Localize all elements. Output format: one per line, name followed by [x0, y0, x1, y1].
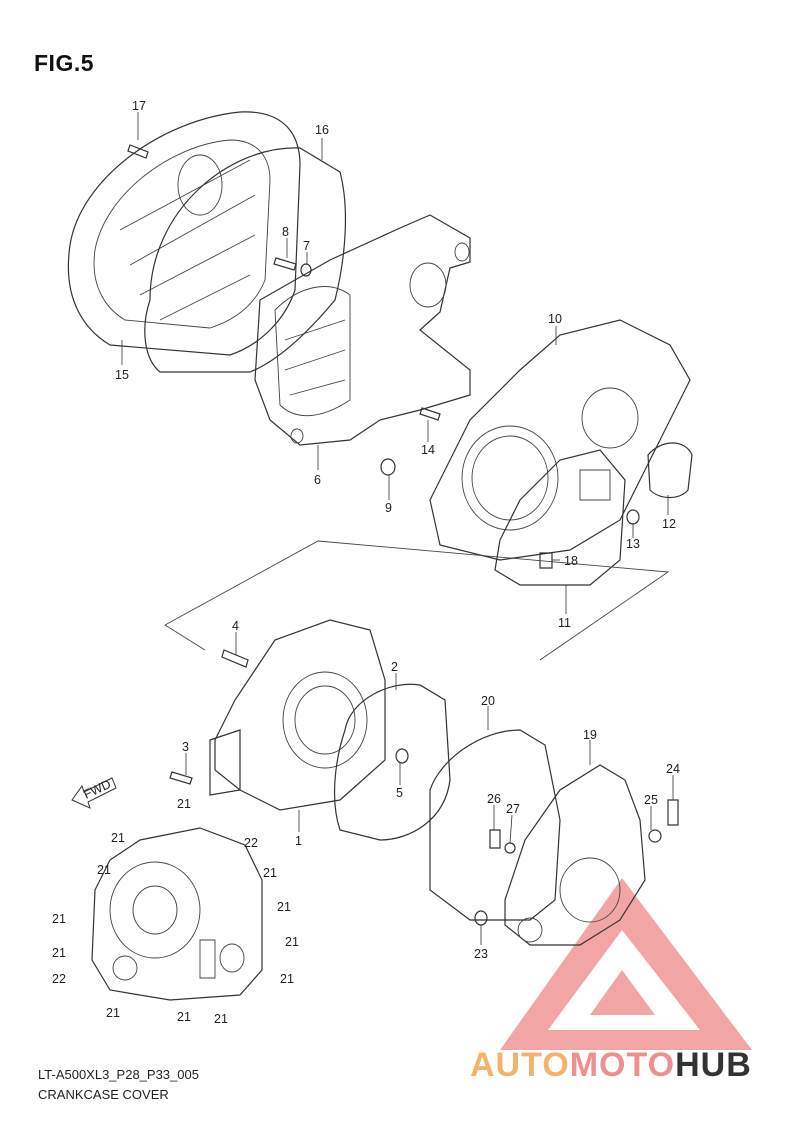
callout-1: 1 [295, 834, 302, 848]
part-1-stator-housing [209, 619, 386, 811]
part-13-seal [626, 509, 640, 525]
diagram-code: LT-A500XL3_P28_P33_005 [38, 1067, 199, 1082]
callout-18: 18 [564, 554, 578, 568]
part-10-clutch-cover [429, 319, 691, 561]
part-25-oring [648, 829, 662, 843]
callout-7: 7 [303, 239, 310, 253]
part-26-bolt [489, 829, 501, 849]
part-3-bolt [169, 771, 193, 785]
part-4-bolt [221, 649, 249, 668]
callout-24: 24 [666, 762, 680, 776]
callout-2: 2 [391, 660, 398, 674]
callout-22: 22 [244, 836, 258, 850]
diagram-caption: CRANKCASE COVER [38, 1087, 169, 1102]
part-17-bolt [127, 144, 149, 159]
part-6-inner-cover [254, 214, 471, 446]
callout-5: 5 [396, 786, 403, 800]
callout-21: 21 [277, 900, 291, 914]
part-9-dowel [380, 458, 396, 476]
callout-21: 21 [263, 866, 277, 880]
callout-10: 10 [548, 312, 562, 326]
leader-lines [121, 112, 674, 945]
callout-21: 21 [177, 797, 191, 811]
part-20-gasket [429, 729, 561, 921]
watermark-text-auto: AUTO [470, 1046, 570, 1084]
fwd-label: FWD [81, 777, 113, 802]
callout-26: 26 [487, 792, 501, 806]
part-15-outer-cover [67, 111, 301, 356]
watermark-text-hub: HUB [675, 1046, 752, 1084]
callout-21: 21 [214, 1012, 228, 1026]
callout-21: 21 [280, 972, 294, 986]
callout-19: 19 [583, 728, 597, 742]
part-8-bolt [273, 257, 297, 271]
part-27-washer [504, 842, 516, 854]
part-23-dowel [474, 910, 488, 926]
callout-15: 15 [115, 368, 129, 382]
callout-4: 4 [232, 619, 239, 633]
callout-21: 21 [97, 863, 111, 877]
callout-21: 21 [52, 946, 66, 960]
part-16-gasket [144, 147, 347, 373]
callout-11: 11 [558, 616, 571, 630]
callout-14: 14 [421, 443, 435, 457]
watermark-logo-text: AUTOMOTOHUB [470, 1046, 752, 1085]
watermark-logo-triangle [500, 878, 752, 1050]
callout-12: 12 [662, 517, 676, 531]
part-7-washer [300, 263, 312, 277]
part-19-magneto-cover [504, 764, 646, 946]
callout-21: 21 [111, 831, 125, 845]
callout-17: 17 [132, 99, 146, 113]
inset-front-view-cover [91, 827, 263, 1001]
callout-27: 27 [506, 802, 520, 816]
watermark-text-moto: MOTO [569, 1046, 676, 1084]
part-11-gasket [494, 449, 626, 586]
part-14-bolt [419, 407, 441, 421]
callout-21: 21 [285, 935, 299, 949]
fwd-arrow-icon: FWD [71, 777, 117, 809]
callout-25: 25 [644, 793, 658, 807]
callouts: 17 16 8 7 15 6 9 10 14 12 13 18 11 4 2 2… [52, 99, 680, 1026]
callout-6: 6 [314, 473, 321, 487]
callout-8: 8 [282, 225, 289, 239]
callout-23: 23 [474, 947, 488, 961]
part-5-dowel [395, 748, 409, 764]
callout-3: 3 [182, 740, 189, 754]
callout-22: 22 [52, 972, 66, 986]
assembly-divider [164, 540, 670, 661]
callout-9: 9 [385, 501, 392, 515]
part-2-gasket [333, 683, 451, 841]
figure-title: FIG.5 [34, 50, 95, 76]
callout-20: 20 [481, 694, 495, 708]
callout-21: 21 [177, 1010, 191, 1024]
part-24-plug [667, 799, 679, 826]
callout-21: 21 [106, 1006, 120, 1020]
callout-13: 13 [626, 537, 640, 551]
part-18-plug [539, 552, 553, 569]
callout-21: 21 [52, 912, 66, 926]
callout-16: 16 [315, 123, 329, 137]
part-12-cover-plate [647, 442, 693, 499]
